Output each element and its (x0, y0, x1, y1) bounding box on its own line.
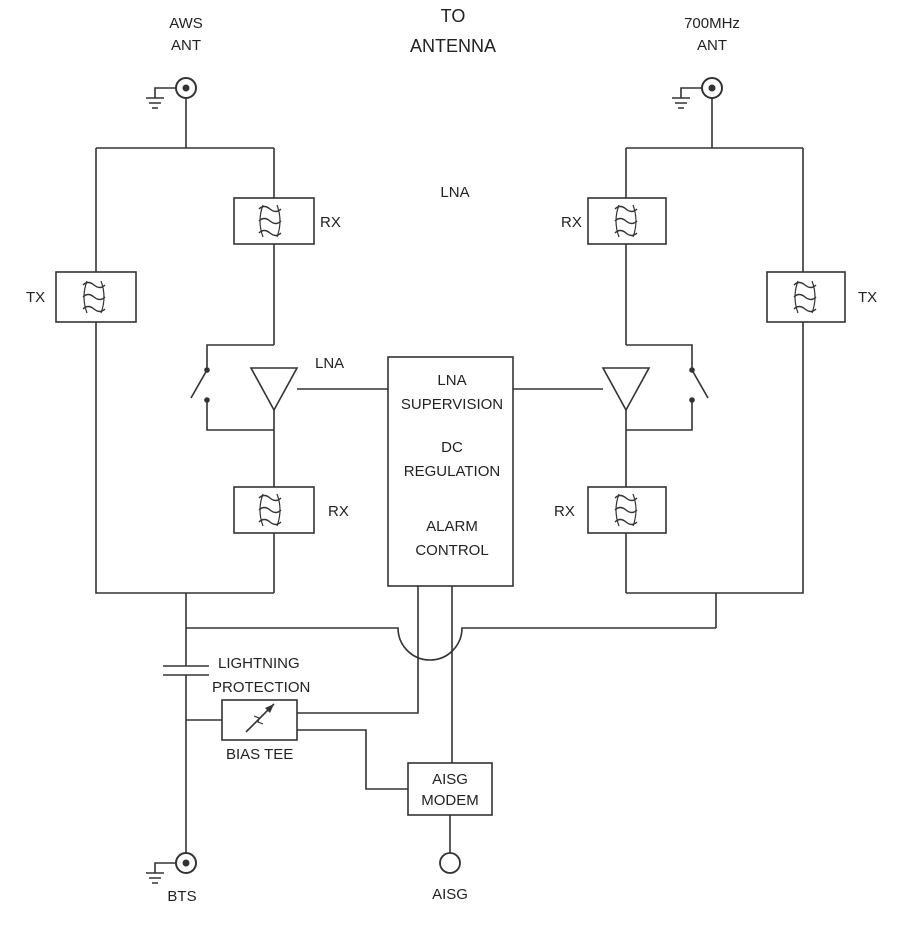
ctrl-line-1: LNA (437, 372, 466, 389)
aws-antenna-connector-icon[interactable] (175, 77, 197, 99)
aisg-modem-box (407, 762, 493, 816)
right-rx-filter-bottom (587, 486, 667, 534)
bias-tee-box (221, 699, 298, 741)
ctrl-line-5: ALARM (426, 518, 478, 535)
mhz-antenna-connector-icon[interactable] (701, 77, 723, 99)
lightning-label-line1: LIGHTNING (218, 655, 300, 672)
right-rx-top-label: RX (561, 214, 582, 231)
right-switch-contact-bottom (689, 397, 695, 403)
right-rx-filter-top (587, 197, 667, 245)
right-tx-filter (766, 271, 846, 323)
aisg-modem-line1: AISG (432, 771, 468, 788)
ctrl-line-3: DC (441, 439, 463, 456)
lna-top-label: LNA (440, 184, 469, 201)
right-rx-bottom-label: RX (554, 503, 575, 520)
aws-label-line1: AWS (169, 15, 203, 32)
bts-ground-icon (145, 872, 165, 884)
mhz-ground-icon (671, 97, 691, 109)
left-tx-label: TX (26, 289, 45, 306)
bts-connector-icon[interactable] (175, 852, 197, 874)
ctrl-line-6: CONTROL (415, 542, 488, 559)
to-antenna-line1: TO (441, 6, 466, 26)
left-rx-filter-top (233, 197, 315, 245)
left-lna-amplifier-icon (249, 367, 299, 412)
left-switch-contact-top (204, 367, 210, 373)
right-lna-amplifier-icon (601, 367, 651, 412)
surge-arrester-icon (245, 703, 275, 733)
ctrl-line-4: REGULATION (404, 463, 500, 480)
left-switch-contact-bottom (204, 397, 210, 403)
control-box (387, 356, 514, 587)
aisg-port-connector-icon[interactable] (439, 852, 461, 874)
left-rx-filter-bottom (233, 486, 315, 534)
bias-tee-label: BIAS TEE (226, 746, 293, 763)
left-rx-bottom-label: RX (328, 503, 349, 520)
mhz-label-line1: 700MHz (684, 15, 740, 32)
aisg-modem-line2: MODEM (421, 792, 479, 809)
aws-label-line2: ANT (171, 37, 201, 54)
right-tx-label: TX (858, 289, 877, 306)
aws-ground-icon (145, 97, 165, 109)
to-antenna-line2: ANTENNA (410, 36, 496, 56)
bts-label: BTS (167, 888, 196, 905)
right-switch-contact-top (689, 367, 695, 373)
ctrl-line-2: SUPERVISION (401, 396, 503, 413)
aisg-port-label: AISG (432, 886, 468, 903)
left-rx-top-label: RX (320, 214, 341, 231)
lightning-label-line2: PROTECTION (212, 679, 310, 696)
left-lna-label: LNA (315, 355, 344, 372)
left-tx-filter (55, 271, 137, 323)
mhz-label-line2: ANT (697, 37, 727, 54)
